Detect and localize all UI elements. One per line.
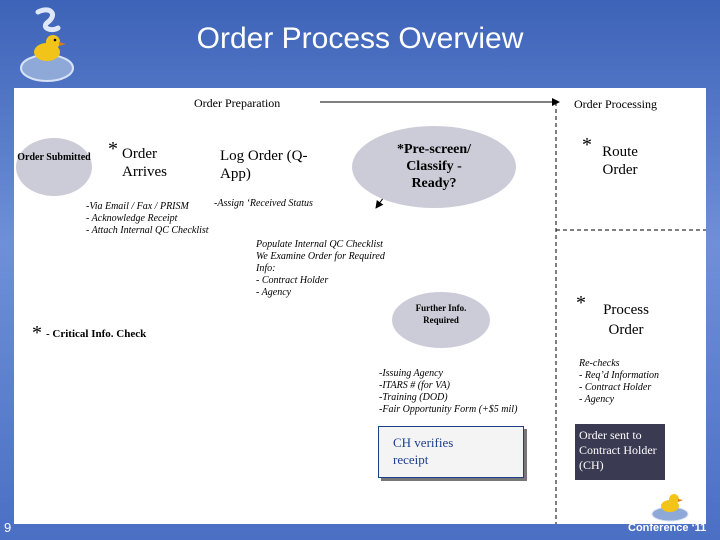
duck-logo-icon (651, 494, 689, 522)
detail-note: -Issuing Agency (379, 368, 443, 379)
critical-star: * (32, 322, 42, 344)
order-arrives-label: Order Arrives (122, 146, 167, 180)
process-order-node: * Process Order (576, 292, 668, 346)
duck-logo-icon (20, 7, 74, 82)
rechecks-notes: Re-checks - Req’d Information - Contract… (579, 358, 659, 406)
process-order-label: Process Order (603, 302, 649, 338)
checklist-note: - Contract Holder (256, 275, 329, 286)
critical-check-label: - Critical Info. Check (46, 328, 147, 340)
route-order-star: * (582, 134, 592, 156)
route-order-node: * Route Order (582, 134, 672, 186)
order-arrives-node: * Order Arrives (104, 138, 194, 192)
order-arrives-star: * (108, 138, 118, 160)
further-info-node: Further Info. Required (392, 292, 490, 348)
detail-note: -Fair Opportunity Form (+$5 mil) (379, 404, 518, 415)
order-submitted-node: Order Submitted (16, 138, 92, 196)
checklist-note: Info: (256, 263, 276, 274)
detail-note: -ITARS # (for VA) (379, 380, 451, 391)
order-sent-label: Order sent to Contract Holder (CH) (579, 428, 657, 472)
footer-label: Conference ‘11 (628, 522, 707, 534)
route-order-label: Route Order (602, 144, 638, 178)
assign-status-note: -Assign ‘Received Status (214, 198, 313, 209)
stage-header-processing: Order Processing (574, 97, 657, 111)
detail-note: -Training (DOD) (379, 392, 448, 403)
order-sent-node: Order sent to Contract Holder (CH) (575, 424, 665, 480)
checklist-note: - Agency (256, 287, 292, 298)
prescreen-node: *Pre-screen/ Classify - Ready? (352, 126, 516, 208)
arrival-note: -Via Email / Fax / PRISM (86, 201, 189, 212)
further-details-notes: -Issuing Agency -ITARS # (for VA) -Train… (379, 368, 517, 416)
ch-verifies-label: CH verifies receipt (393, 435, 454, 467)
ch-verifies-node: CH verifies receipt (378, 426, 524, 478)
recheck-note: - Contract Holder (579, 382, 652, 393)
arrival-note: - Acknowledge Receipt (86, 213, 178, 224)
page-title: Order Process Overview (196, 22, 524, 55)
recheck-note: Re-checks (579, 358, 620, 369)
recheck-note: - Req’d Information (579, 370, 659, 381)
diagram-panel: Order Preparation Order Processing Order… (14, 88, 706, 524)
order-submitted-label: Order Submitted (17, 152, 91, 163)
log-order-label: Log Order (Q-App) (220, 148, 308, 182)
stage-header-preparation: Order Preparation (194, 96, 281, 110)
slide-number: 9 (4, 520, 12, 535)
arrival-note: - Attach Internal QC Checklist (86, 225, 209, 236)
process-order-star: * (576, 292, 586, 314)
further-info-label: Further Info. Required (415, 303, 467, 325)
checklist-note: We Examine Order for Required (256, 251, 385, 262)
prescreen-label: *Pre-screen/ Classify - Ready? (396, 142, 472, 191)
checklist-note: Populate Internal QC Checklist (256, 239, 383, 250)
arrival-notes: -Via Email / Fax / PRISM - Acknowledge R… (86, 201, 209, 237)
recheck-note: - Agency (579, 394, 615, 405)
populate-checklist-notes: Populate Internal QC Checklist We Examin… (256, 239, 385, 299)
